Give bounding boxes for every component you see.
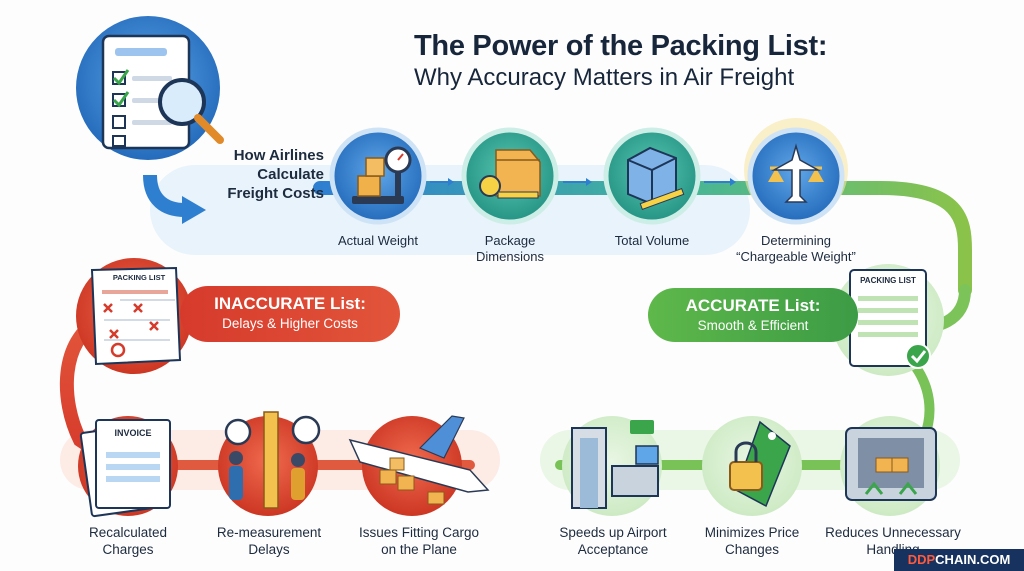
accurate-subheading: Smooth & Efficient: [697, 318, 809, 333]
scale-boxes-icon: [329, 127, 427, 225]
accurate-list-banner: ACCURATE List: Smooth & Efficient: [648, 288, 858, 342]
intro-label: How Airlines Calculate Freight Costs: [227, 147, 324, 202]
inaccurate-subheading: Delays & Higher Costs: [222, 316, 358, 331]
benefit-label-airport-acceptance: Speeds up Airport Acceptance: [559, 525, 667, 557]
lock-price-tag-icon: [702, 416, 802, 516]
brand-prefix: DDP: [907, 552, 936, 567]
step-label-actual-weight: Actual Weight: [338, 233, 418, 248]
crumpled-doc-label: PACKING LIST: [112, 273, 166, 282]
people-measuring-clock-icon: [218, 411, 321, 516]
cube-volume-icon: [603, 127, 701, 225]
inaccurate-list-banner: INACCURATE List: Delays & Higher Costs: [180, 286, 400, 342]
step-label-chargeable-weight: Determining “Chargeable Weight”: [736, 233, 856, 264]
inaccurate-heading: INACCURATE List:: [214, 294, 366, 313]
step-label-total-volume: Total Volume: [614, 233, 690, 248]
box-tape-measure-icon: [461, 127, 559, 225]
invoice-doc-label: INVOICE: [114, 428, 152, 438]
plane-cargo-icon: [348, 415, 490, 516]
crumpled-packing-list-icon: [76, 258, 192, 374]
accurate-packing-list-icon: [832, 264, 944, 376]
checklist-magnifier-icon: [76, 16, 224, 160]
accurate-heading: ACCURATE List:: [685, 296, 821, 315]
brand-badge: DDPCHAIN.COM: [894, 549, 1024, 571]
consequence-label-cargo-fitting: Issues Fitting Cargo on the Plane: [358, 525, 480, 557]
step-label-package-dimensions: Package Dimensions: [476, 233, 544, 264]
brand-suffix: CHAIN.COM: [935, 552, 1011, 567]
benefit-label-price-changes: Minimizes Price Changes: [704, 525, 800, 557]
page-subtitle: Why Accuracy Matters in Air Freight: [414, 64, 795, 91]
security-gate-icon: [562, 416, 662, 516]
cargo-hold-icon: [840, 416, 940, 516]
consequence-label-recalculated-charges: Recalculated Charges: [88, 525, 168, 557]
flow-arrow-icon: [143, 174, 206, 224]
consequence-label-remeasurement-delays: Re-measurement Delays: [216, 525, 322, 557]
accurate-doc-label: PACKING LIST: [860, 276, 916, 285]
top-flow-ribbon: [313, 181, 972, 297]
invoice-icon: [78, 416, 178, 518]
page-title: The Power of the Packing List:: [414, 30, 828, 62]
plane-balance-icon: [744, 118, 848, 225]
